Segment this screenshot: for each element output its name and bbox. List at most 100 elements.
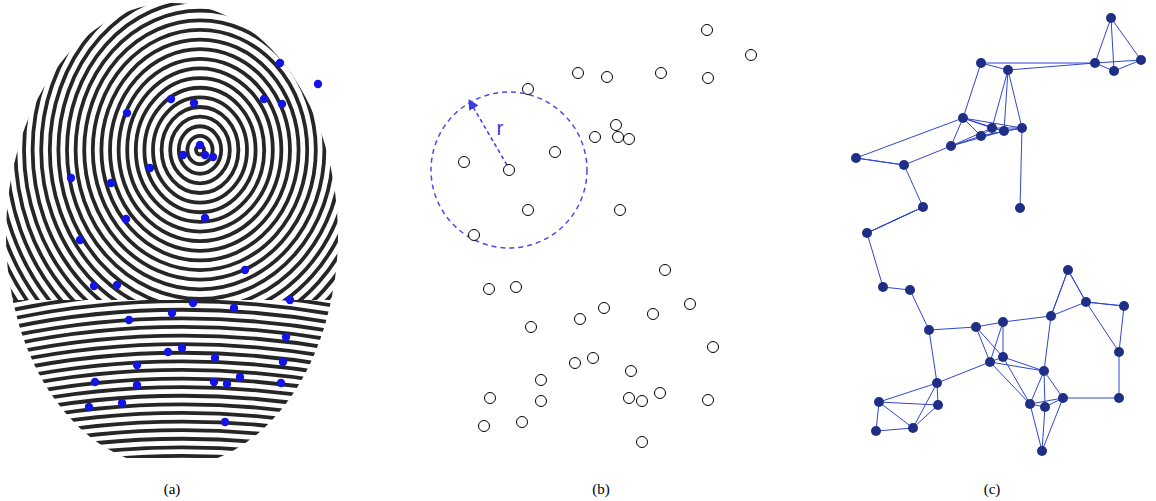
ridge-line bbox=[0, 0, 360, 300]
panel-label: (a) bbox=[164, 481, 181, 498]
minutia-dot bbox=[107, 179, 115, 187]
ridge-line bbox=[0, 456, 350, 458]
point-marker bbox=[526, 322, 537, 333]
point-marker bbox=[517, 417, 528, 428]
graph-edge bbox=[976, 327, 1003, 357]
radius-circle bbox=[431, 92, 587, 248]
ridge-line bbox=[187, 136, 212, 164]
panel-label: (b) bbox=[592, 481, 610, 498]
graph-edge bbox=[856, 158, 904, 165]
ridge-line bbox=[15, 0, 360, 300]
point-marker bbox=[615, 205, 626, 216]
panel-label: (c) bbox=[984, 481, 1001, 498]
minutia-dot bbox=[260, 95, 268, 103]
graph-vertex bbox=[918, 202, 928, 212]
minutia-dot bbox=[236, 373, 244, 381]
point-marker bbox=[685, 299, 696, 310]
graph-vertex bbox=[1114, 393, 1124, 403]
ridge-line bbox=[0, 0, 360, 300]
point-marker bbox=[523, 205, 534, 216]
graph-edge bbox=[963, 63, 981, 118]
graph-edge bbox=[990, 362, 1044, 371]
ridge-line bbox=[33, 0, 360, 300]
graph-vertex bbox=[1119, 301, 1129, 311]
point-marker bbox=[703, 73, 714, 84]
minutia-dot bbox=[221, 418, 229, 426]
graph-edge bbox=[1095, 18, 1111, 63]
minutia-dot bbox=[125, 316, 133, 324]
minutia-dot bbox=[279, 358, 287, 366]
graph-vertex bbox=[1025, 399, 1035, 409]
minutia-dot bbox=[190, 99, 198, 107]
point-marker bbox=[702, 25, 713, 36]
point-marker bbox=[550, 147, 561, 158]
ridge-line bbox=[0, 0, 360, 300]
ridge-line bbox=[119, 59, 282, 241]
point-marker bbox=[485, 393, 496, 404]
ridge-line bbox=[0, 0, 360, 300]
point-marker bbox=[469, 230, 480, 241]
graph-vertex bbox=[1136, 55, 1146, 65]
minutia-dot bbox=[223, 380, 231, 388]
graph-vertex bbox=[971, 322, 981, 332]
graph-edge bbox=[904, 146, 951, 165]
ridge-line bbox=[0, 0, 360, 300]
minutia-dot bbox=[277, 379, 285, 387]
graph-edge bbox=[1008, 63, 1095, 70]
point-marker bbox=[626, 366, 637, 377]
minutia-dot bbox=[201, 151, 209, 159]
graph-vertex bbox=[899, 160, 909, 170]
ridge-line bbox=[0, 0, 360, 300]
fingerprint-image bbox=[0, 0, 522, 501]
minutia-dot bbox=[178, 344, 186, 352]
graph-vertex bbox=[1017, 123, 1027, 133]
graph-edge bbox=[1030, 404, 1042, 451]
point-marker bbox=[536, 375, 547, 386]
ridge-line bbox=[67, 1, 333, 299]
point-marker bbox=[523, 84, 534, 95]
graph-edge bbox=[1044, 316, 1051, 371]
minutia-dot bbox=[286, 296, 294, 304]
graph-edge bbox=[904, 165, 923, 207]
graph-edge bbox=[1030, 371, 1044, 404]
minutia-dot bbox=[179, 151, 187, 159]
ridge-line bbox=[50, 0, 350, 300]
graph-edge bbox=[1086, 302, 1119, 352]
ridge-line bbox=[84, 20, 316, 279]
graph-edge bbox=[1051, 270, 1068, 316]
minutia-dot bbox=[123, 109, 131, 117]
minutia-dot bbox=[164, 348, 172, 356]
point-marker bbox=[599, 303, 610, 314]
minutia-dot bbox=[278, 100, 286, 108]
graph-vertex bbox=[998, 317, 1008, 327]
point-marker bbox=[588, 353, 599, 364]
minutia-dot bbox=[146, 164, 154, 172]
ridge-line bbox=[144, 88, 255, 213]
graph-edge bbox=[951, 131, 1004, 146]
point-marker bbox=[611, 120, 622, 131]
minutia-dot bbox=[210, 378, 218, 386]
ridge-line bbox=[110, 49, 290, 251]
graph-vertex bbox=[878, 282, 888, 292]
graph-edge bbox=[1111, 18, 1114, 71]
point-marker bbox=[637, 396, 648, 407]
graph-edge bbox=[1008, 70, 1022, 128]
ridge-line bbox=[0, 0, 360, 300]
graph-edge bbox=[929, 327, 976, 330]
graph-vertex bbox=[1046, 311, 1056, 321]
graph-vertex bbox=[1037, 446, 1047, 456]
graph-edge bbox=[867, 207, 923, 233]
graph-vertex bbox=[851, 153, 861, 163]
graph-edge bbox=[1111, 18, 1141, 60]
graph-edge bbox=[867, 207, 923, 233]
graph-edge bbox=[913, 405, 938, 428]
graph-vertex bbox=[862, 228, 872, 238]
minutia-dot bbox=[122, 215, 130, 223]
minutia-dot bbox=[85, 403, 93, 411]
graph-vertex bbox=[998, 352, 1008, 362]
graph-vertex bbox=[874, 397, 884, 407]
point-marker bbox=[570, 358, 581, 369]
graph-edge bbox=[1020, 128, 1022, 208]
